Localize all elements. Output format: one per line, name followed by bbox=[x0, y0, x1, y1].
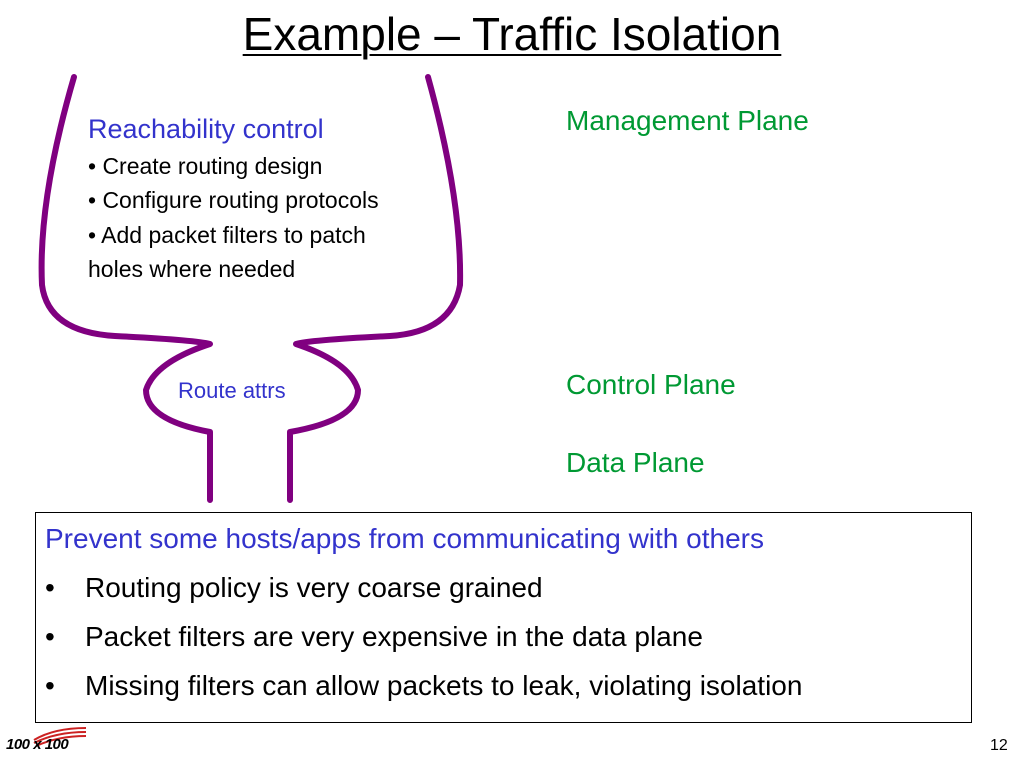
summary-bullet-3: • Missing filters can allow packets to le… bbox=[45, 669, 802, 703]
bullet-dot: • bbox=[45, 621, 55, 652]
route-attrs-label: Route attrs bbox=[178, 378, 286, 403]
reachability-line-3: • Add packet filters to patch bbox=[88, 222, 366, 248]
data-plane-label: Data Plane bbox=[566, 447, 705, 478]
summary-bullet-1: • Routing policy is very coarse grained bbox=[45, 571, 543, 605]
bullet-dot: • bbox=[45, 572, 55, 603]
funnel-left-outline bbox=[38, 74, 213, 503]
reachability-line-2: • Configure routing protocols bbox=[88, 187, 379, 213]
bullet-text: Routing policy is very coarse grained bbox=[85, 572, 543, 603]
summary-box bbox=[35, 512, 972, 723]
bullet-text: Missing filters can allow packets to lea… bbox=[85, 670, 803, 701]
page-number: 12 bbox=[990, 737, 1008, 754]
logo-text: 100 x 100 bbox=[6, 736, 69, 753]
funnel-right-outline bbox=[287, 74, 464, 503]
control-plane-label: Control Plane bbox=[566, 369, 736, 400]
summary-heading: Prevent some hosts/apps from communicati… bbox=[45, 523, 764, 554]
bullet-dot: • bbox=[45, 670, 55, 701]
management-plane-label: Management Plane bbox=[566, 105, 809, 136]
bullet-text: Packet filters are very expensive in the… bbox=[85, 621, 703, 652]
slide-title: Example – Traffic Isolation bbox=[242, 8, 782, 60]
logo-swoosh-icon bbox=[33, 727, 87, 747]
reachability-heading: Reachability control bbox=[88, 114, 324, 144]
reachability-line-4: holes where needed bbox=[88, 256, 296, 282]
reachability-line-1: • Create routing design bbox=[88, 153, 323, 179]
summary-bullet-2: • Packet filters are very expensive in th… bbox=[45, 620, 703, 654]
